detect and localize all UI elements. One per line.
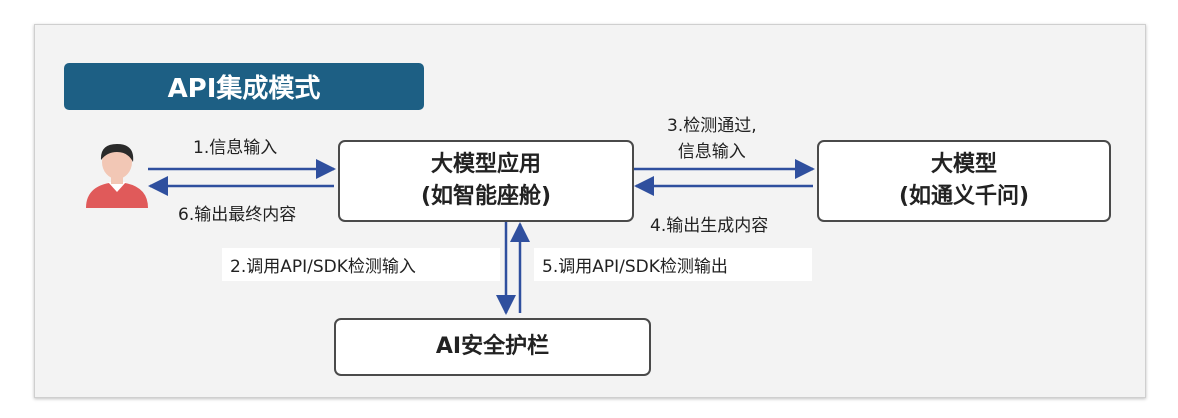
edge-1-label: 1.信息输入 xyxy=(193,138,278,158)
edge-6-label: 6.输出最终内容 xyxy=(178,205,297,225)
edge-4-label: 4.输出生成内容 xyxy=(650,216,769,236)
model-node: 大模型 (如通义千问) xyxy=(817,140,1111,222)
model-node-title: 大模型 xyxy=(930,152,997,177)
edge-3-label: 3.检测通过, 信息输入 xyxy=(667,113,757,165)
app-node-subtitle: (如智能座舱) xyxy=(420,184,552,209)
guardrail-node: AI安全护栏 xyxy=(334,318,651,376)
edge-3-label-line1: 3.检测通过, xyxy=(667,116,757,136)
model-node-subtitle: (如通义千问) xyxy=(898,184,1030,209)
edge-3-label-line2: 信息输入 xyxy=(677,142,746,162)
app-node: 大模型应用 (如智能座舱) xyxy=(338,140,634,222)
diagram-title: API集成模式 xyxy=(64,63,424,110)
app-node-title: 大模型应用 xyxy=(430,152,541,177)
edge-2-label: 2.调用API/SDK检测输入 xyxy=(222,248,500,281)
user-icon xyxy=(86,144,148,208)
edge-5-label: 5.调用API/SDK检测输出 xyxy=(534,248,812,281)
guardrail-node-label: AI安全护栏 xyxy=(435,334,550,359)
